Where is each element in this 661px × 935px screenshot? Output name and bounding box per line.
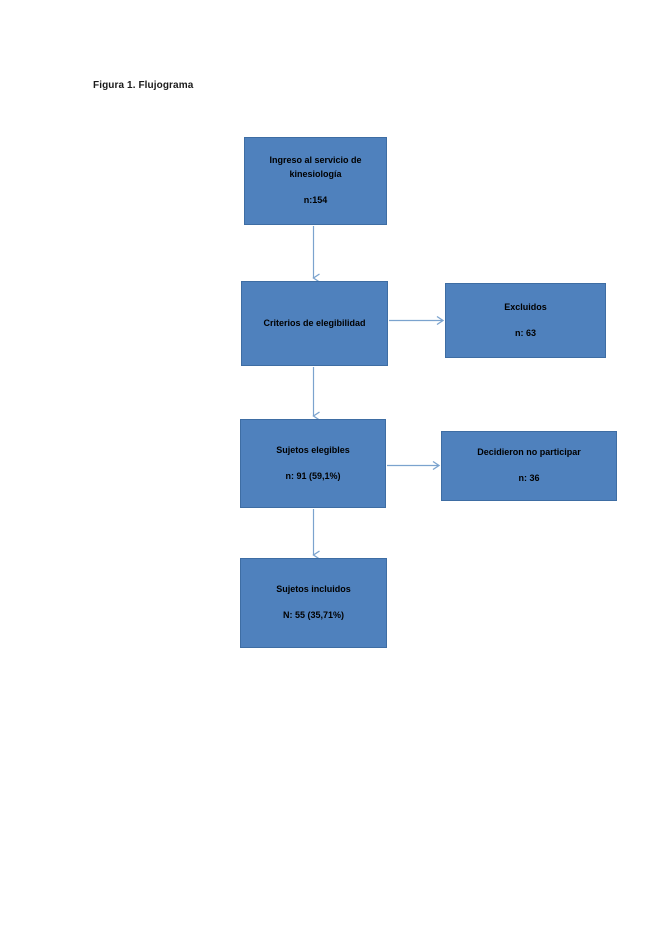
- flow-node-criterios-line1: Criterios de elegibilidad: [263, 317, 366, 328]
- flow-node-incluidos-count: N: 55 (35,71%): [282, 610, 345, 620]
- flow-node-excluidos-count: n: 63: [514, 327, 536, 338]
- flow-node-ingreso-line1: Ingreso al servicio de: [269, 155, 362, 166]
- flow-node-decidieron-count: n: 36: [518, 473, 540, 483]
- flow-node-criterios: Criterios de elegibilidad: [241, 281, 388, 366]
- flow-node-ingreso: Ingreso al servicio de kinesiología n:15…: [244, 137, 387, 225]
- flow-node-incluidos-line1: Sujetos incluidos: [276, 584, 351, 595]
- figure-caption: Figura 1. Flujograma: [93, 80, 194, 91]
- flow-node-elegibles-line1: Sujetos elegibles: [276, 444, 350, 455]
- flow-node-excluidos-line1: Excluidos: [504, 301, 547, 312]
- flow-node-excluidos: Excluidos n: 63: [445, 283, 606, 358]
- flow-node-elegibles: Sujetos elegibles n: 91 (59,1%): [240, 419, 386, 508]
- flow-node-elegibles-count: n: 91 (59,1%): [285, 470, 341, 481]
- flow-node-decidieron: Decidieron no participar n: 36: [441, 431, 617, 501]
- flow-node-decidieron-line1: Decidieron no participar: [477, 447, 581, 458]
- flow-node-ingreso-line2: kinesiología: [289, 169, 342, 180]
- flow-node-incluidos: Sujetos incluidos N: 55 (35,71%): [240, 558, 387, 648]
- flow-node-ingreso-count: n:154: [303, 194, 328, 205]
